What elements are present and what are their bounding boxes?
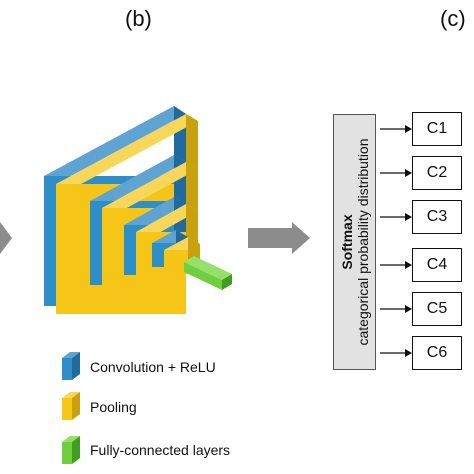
- panel-label-c: (c): [440, 6, 466, 31]
- legend-label-convolution: Convolution + ReLU: [90, 359, 216, 375]
- panel-label-b: (b): [125, 6, 152, 31]
- legend-swatch-fc: [62, 436, 80, 464]
- class-box-c3: C3: [412, 200, 462, 234]
- fully-connected-block: [184, 256, 232, 290]
- legend-label-fully-connected: Fully-connected layers: [90, 442, 231, 458]
- class-box-c1: C1: [412, 112, 462, 146]
- network-to-softmax-arrow: [248, 222, 310, 254]
- class-box-c5: C5: [412, 292, 462, 326]
- softmax-title: Softmax: [338, 214, 355, 270]
- legend-swatch-pool: [62, 392, 80, 420]
- legend-swatch-conv: [62, 352, 80, 380]
- class-box-c6: C6: [412, 336, 462, 370]
- input-arrow: [0, 222, 12, 254]
- softmax-subtitle: categorical probability distribution: [354, 138, 371, 346]
- class-box-c2: C2: [412, 156, 462, 190]
- legend-label-pooling: Pooling: [90, 399, 137, 415]
- softmax-box: Softmax categorical probability distribu…: [333, 114, 376, 370]
- class-arrows: [380, 125, 412, 357]
- class-box-c4: C4: [412, 248, 462, 282]
